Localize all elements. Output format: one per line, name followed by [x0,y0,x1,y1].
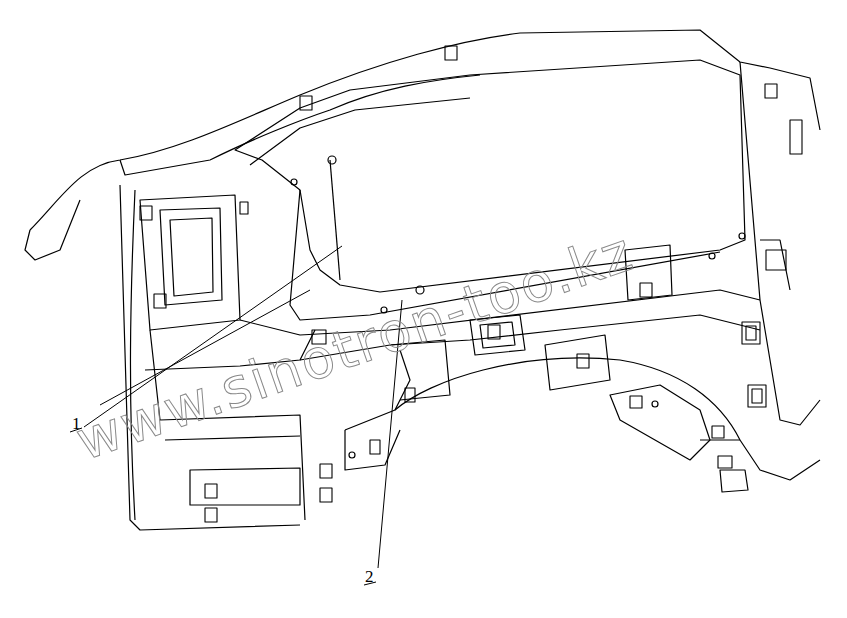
watermark: www.sinotron-too.kz [70,225,640,469]
callout-number: 2 [365,568,374,585]
